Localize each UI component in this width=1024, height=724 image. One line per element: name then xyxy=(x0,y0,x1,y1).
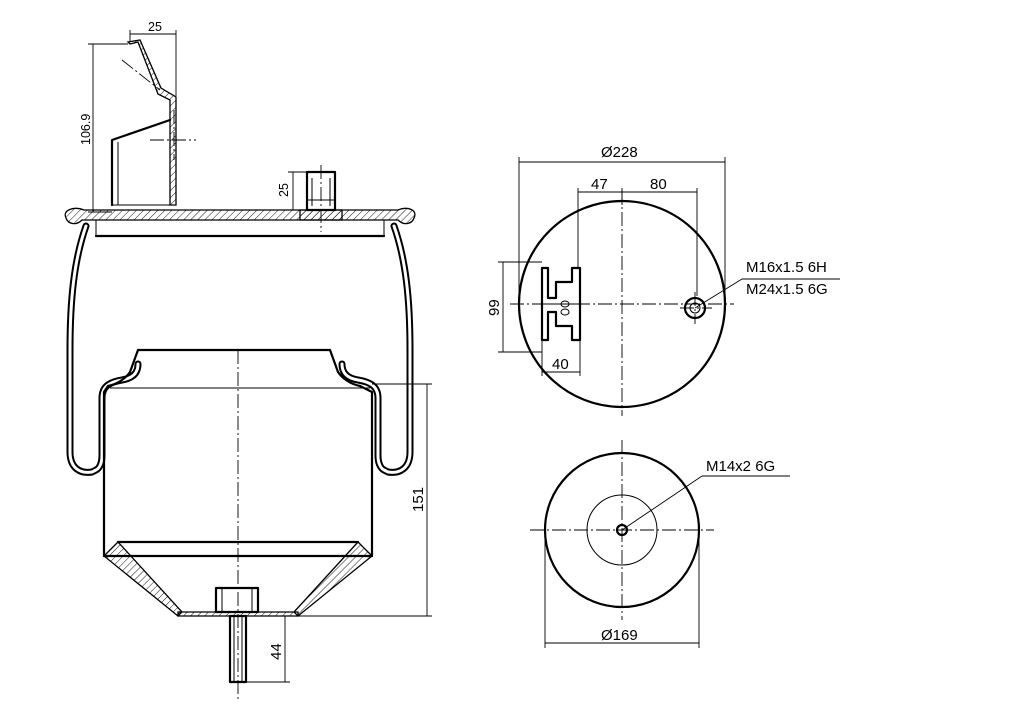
dim-bracket-height-label: 106.9 xyxy=(79,114,93,145)
dim-port-offset: 80 xyxy=(622,176,698,296)
callout-bottom-thread-label: M14x2 6G xyxy=(706,458,775,475)
port-plan xyxy=(680,292,712,324)
dim-bracket-offset-label: 47 xyxy=(591,176,608,193)
dim-bolt-length-label: 44 xyxy=(268,643,285,660)
dim-top-diameter-label: Ø228 xyxy=(601,144,638,161)
dim-stud-height-label: 25 xyxy=(277,183,291,197)
dim-piston-height: 151 xyxy=(298,383,432,617)
callout-bottom-thread: M14x2 6G xyxy=(621,458,790,531)
dim-bracket-width-label: 25 xyxy=(148,20,162,34)
callout-top-port-line2: M24x1.5 6G xyxy=(746,281,828,298)
dim-bottom-diameter-label: Ø169 xyxy=(601,627,638,644)
dim-bottom-diameter: Ø169 xyxy=(544,535,700,648)
dim-port-offset-label: 80 xyxy=(650,176,667,193)
bottom-bolt xyxy=(214,586,260,684)
mounting-bracket xyxy=(110,39,196,207)
top-plate xyxy=(64,207,416,238)
dim-piston-height-label: 151 xyxy=(410,487,427,512)
dim-bracket-width: 25 xyxy=(129,20,177,96)
dim-top-diameter: Ø228 xyxy=(518,144,726,300)
dim-bolt-length: 44 xyxy=(246,615,290,683)
piston xyxy=(102,348,374,617)
dim-bracket-offset: 47 xyxy=(577,176,623,268)
bracket-plan xyxy=(540,266,582,342)
dim-bracket-span-label: 99 xyxy=(486,299,503,316)
dim-bracket-base: 40 xyxy=(541,340,581,376)
callout-top-port-line1: M16x1.5 6H xyxy=(746,259,827,276)
side-view: 25 106.9 25 xyxy=(64,20,432,700)
callout-top-port: M16x1.5 6H M24x1.5 6G xyxy=(694,259,840,309)
bottom-view: Ø169 M14x2 6G xyxy=(530,440,790,648)
top-view: Ø228 47 80 99 40 xyxy=(486,144,840,416)
dim-stud-height: 25 xyxy=(277,171,306,211)
dim-bracket-span: 99 xyxy=(486,261,542,353)
top-port-stud xyxy=(299,165,343,232)
dim-bracket-height: 106.9 xyxy=(79,43,128,213)
dim-bracket-base-label: 40 xyxy=(552,356,569,373)
